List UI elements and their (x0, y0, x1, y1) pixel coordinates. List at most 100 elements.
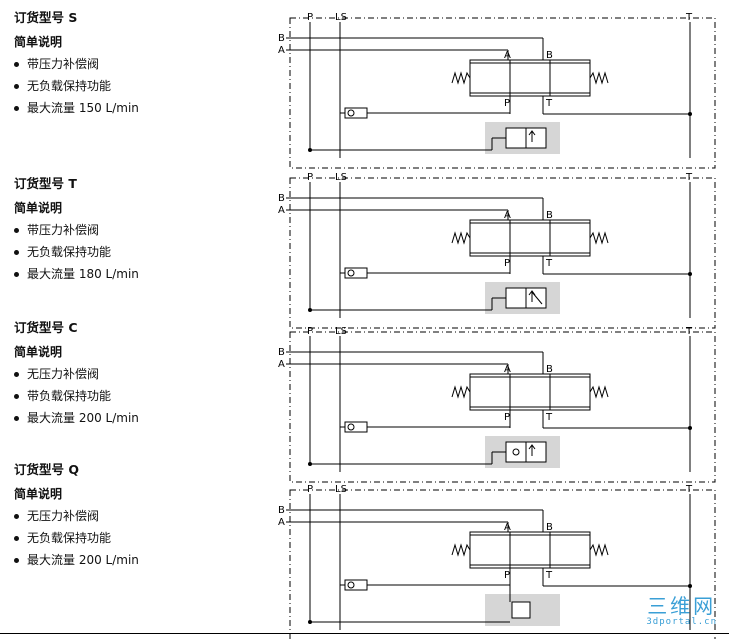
feature-item: 无负载保持功能 (14, 530, 264, 546)
bullet-icon (14, 393, 19, 399)
feature-item: 带压力补偿阀 (14, 56, 264, 72)
order-code-title: 订货型号 Q (14, 462, 79, 477)
port-label-b: B (278, 505, 285, 516)
arrow-head-icon (528, 130, 536, 136)
component-boundary (289, 331, 716, 483)
port-label-p: P (307, 484, 313, 495)
feature-item: 无压力补偿阀 (14, 366, 264, 382)
component-boundary (289, 17, 716, 169)
directional-valve-body (469, 373, 591, 411)
bullet-icon (14, 557, 19, 563)
port-label-t: T (685, 484, 693, 495)
valve-port-label-p: P (504, 98, 510, 109)
bullet-icon (14, 105, 19, 111)
variant-description: 订货型号 Q 简单说明 无压力补偿阀 无负载保持功能 最大流量 200 L/mi… (14, 462, 264, 568)
feature-item: 无负载保持功能 (14, 78, 264, 94)
valve-port-label-t: T (545, 570, 553, 581)
variant-description: 订货型号 S 简单说明 带压力补偿阀 无负载保持功能 最大流量 150 L/mi… (14, 10, 264, 116)
bullet-icon (14, 371, 19, 377)
bullet-icon (14, 271, 19, 277)
valve-port-label-t: T (545, 98, 553, 109)
feature-item: 带压力补偿阀 (14, 222, 264, 238)
feature-item: 无负载保持功能 (14, 244, 264, 260)
short-description-heading: 简单说明 (14, 201, 63, 215)
order-code-title: 订货型号 S (14, 10, 78, 25)
feature-item: 无压力补偿阀 (14, 508, 264, 524)
bullet-icon (14, 227, 19, 233)
junction-dot (688, 584, 692, 588)
spring-icon (589, 231, 609, 245)
watermark-text: 三维网 (647, 594, 717, 618)
port-label-a: A (278, 359, 285, 370)
valve-port-label-b: B (546, 364, 553, 375)
bullet-icon (14, 535, 19, 541)
check-ball-icon (347, 269, 355, 277)
feature-item: 最大流量 180 L/min (14, 266, 264, 282)
port-label-b: B (278, 347, 285, 358)
port-label-b: B (278, 33, 285, 44)
port-label-t: T (685, 326, 693, 337)
feature-item: 带负载保持功能 (14, 388, 264, 404)
bullet-icon (14, 415, 19, 421)
variant-description: 订货型号 C 简单说明 无压力补偿阀 带负载保持功能 最大流量 200 L/mi… (14, 320, 264, 426)
junction-dot (308, 308, 312, 312)
port-label-a: A (278, 517, 285, 528)
port-label-t: T (685, 172, 693, 183)
port-label-ls: LS (335, 172, 347, 183)
watermark-url: 3dportal.cn (646, 617, 717, 627)
port-label-t: T (685, 12, 693, 23)
port-label-ls: LS (335, 484, 347, 495)
short-description-heading: 简单说明 (14, 487, 63, 501)
plain-block-icon (511, 601, 531, 619)
valve-port-label-a: A (504, 522, 511, 533)
feature-item: 最大流量 200 L/min (14, 552, 264, 568)
variant-description: 订货型号 T 简单说明 带压力补偿阀 无负载保持功能 最大流量 180 L/mi… (14, 176, 264, 282)
port-label-p: P (307, 172, 313, 183)
valve-port-label-b: B (546, 210, 553, 221)
valve-port-label-b: B (546, 50, 553, 61)
spring-icon (589, 385, 609, 399)
spring-icon (589, 543, 609, 557)
junction-dot (688, 272, 692, 276)
check-ball-icon (512, 448, 520, 456)
valve-port-label-p: P (504, 570, 510, 581)
bullet-icon (14, 513, 19, 519)
junction-dot (688, 426, 692, 430)
port-label-ls: LS (335, 12, 347, 23)
short-description-heading: 简单说明 (14, 345, 63, 359)
short-description-heading: 简单说明 (14, 35, 63, 49)
spring-icon (451, 231, 471, 245)
port-label-ls: LS (335, 326, 347, 337)
compensator-diagonal (531, 291, 543, 305)
feature-item: 最大流量 200 L/min (14, 410, 264, 426)
spring-icon (451, 385, 471, 399)
bullet-icon (14, 61, 19, 67)
valve-port-label-a: A (504, 210, 511, 221)
junction-dot (308, 148, 312, 152)
port-label-a: A (278, 45, 285, 56)
spring-icon (451, 543, 471, 557)
check-ball-icon (347, 423, 355, 431)
junction-dot (688, 112, 692, 116)
spring-icon (589, 71, 609, 85)
feature-item: 最大流量 150 L/min (14, 100, 264, 116)
watermark-logo: 三维网 3dportal.cn (646, 595, 717, 627)
valve-port-label-p: P (504, 412, 510, 423)
component-boundary (289, 177, 716, 329)
bullet-icon (14, 83, 19, 89)
port-label-p: P (307, 12, 313, 23)
valve-port-label-p: P (504, 258, 510, 269)
component-boundary (289, 489, 716, 639)
order-code-title: 订货型号 T (14, 176, 77, 191)
bottom-divider (0, 633, 729, 634)
check-ball-icon (347, 581, 355, 589)
valve-port-label-b: B (546, 522, 553, 533)
port-label-p: P (307, 326, 313, 337)
order-code-title: 订货型号 C (14, 320, 78, 335)
valve-port-label-a: A (504, 50, 511, 61)
